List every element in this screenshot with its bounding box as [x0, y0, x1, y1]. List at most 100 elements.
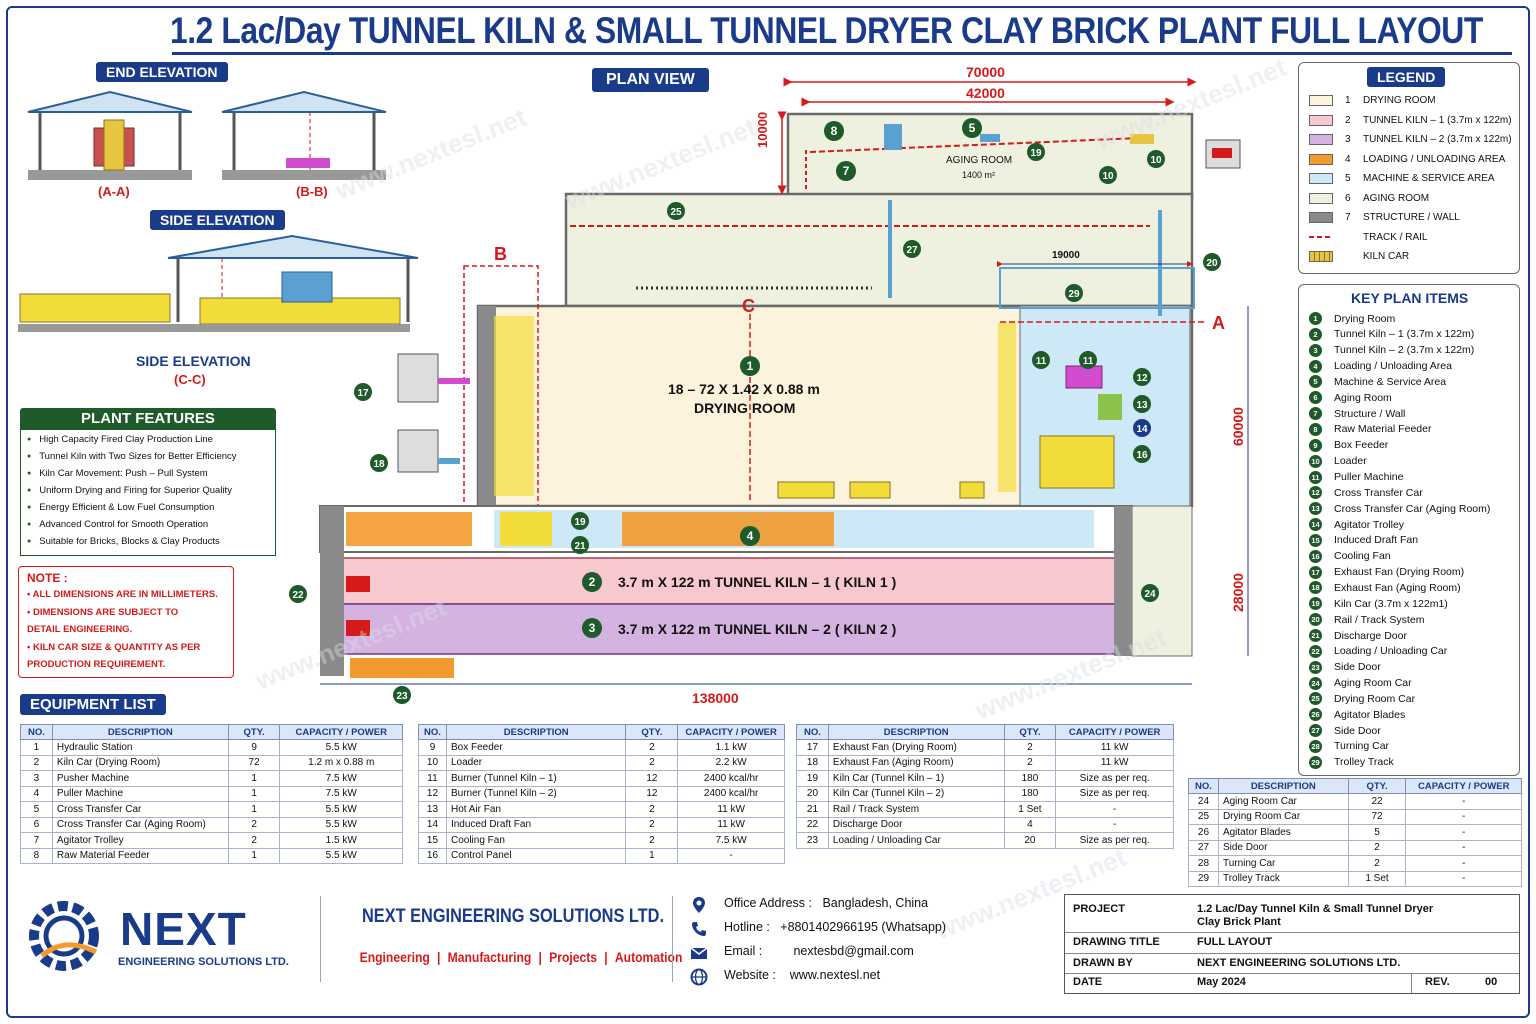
marker-number: 12 — [1136, 373, 1148, 384]
key-plan-label: Aging Room — [1334, 391, 1392, 404]
table-cell: Agitator Trolley — [51, 832, 229, 849]
service-item: Engineering — [359, 950, 430, 965]
key-plan-label: Induced Draft Fan — [1334, 534, 1419, 547]
key-plan-number: 12 — [1309, 486, 1322, 500]
kiln-1-label: 3.7 m X 122 m TUNNEL KILN – 1 ( KILN 1 ) — [618, 574, 897, 590]
table-cell: Loading / Unloading Car — [827, 832, 1005, 849]
note-line: • ALL DIMENSIONS ARE IN MILLIMETERS. — [27, 589, 218, 600]
table-cell: 13 — [418, 801, 447, 818]
key-plan-number: 6 — [1309, 391, 1322, 405]
tb-rev-label: REV. — [1425, 976, 1450, 988]
plan-marker: 11 — [1032, 351, 1050, 369]
key-plan-label: Loading / Unloading Car — [1334, 645, 1448, 658]
hotline-value[interactable]: +8801402966195 (Whatsapp) — [780, 920, 947, 934]
key-plan-number: 8 — [1309, 422, 1322, 436]
table-cell: 15 — [418, 832, 447, 849]
section-a-marker: A — [1212, 313, 1225, 333]
table-cell: - — [1405, 824, 1522, 841]
table-cell: 11 kW — [1055, 754, 1174, 771]
dim-28000: 28000 — [1230, 573, 1246, 612]
marker-number: 25 — [670, 207, 682, 218]
plant-feature-item: Suitable for Bricks, Blocks & Clay Produ… — [27, 536, 220, 547]
plan-marker: 29 — [1065, 284, 1083, 302]
legend-swatch — [1309, 192, 1333, 204]
table-cell: Burner (Tunnel Kiln – 1) — [445, 770, 627, 787]
table-header-cell: NO. — [20, 724, 53, 740]
section-aa-label: (A-A) — [98, 184, 130, 199]
table-cell: 2 — [625, 754, 679, 771]
key-plan-label: Trolley Track — [1334, 756, 1394, 769]
table-cell: Cross Transfer Car — [51, 801, 229, 818]
table-cell: 17 — [796, 739, 829, 756]
table-cell: 14 — [418, 816, 447, 833]
table-header-cell: QTY. — [625, 724, 679, 740]
plant-feature-item: Tunnel Kiln with Two Sizes for Better Ef… — [27, 451, 236, 462]
plan-marker: 24 — [1141, 584, 1159, 602]
key-plan-number: 10 — [1309, 454, 1322, 468]
email-label: Email : — [724, 944, 763, 958]
plan-marker: 20 — [1203, 253, 1221, 271]
track-rail-icon — [1309, 236, 1333, 238]
marker-circle — [289, 585, 307, 603]
section-c-marker: C — [742, 296, 755, 316]
table-header-cell: NO. — [418, 724, 447, 740]
end-elevation-aa — [27, 90, 193, 180]
marker-number: 11 — [1083, 356, 1094, 367]
marker-circle — [370, 454, 388, 472]
marker-circle — [1141, 584, 1159, 602]
table-cell: Cross Transfer Car (Aging Room) — [51, 816, 229, 833]
table-header-cell: QTY. — [227, 724, 281, 740]
marker-number: 27 — [906, 245, 918, 256]
key-plan-label: Cross Transfer Car (Aging Room) — [1334, 502, 1491, 515]
section-cc-label: (C-C) — [174, 372, 206, 387]
table-cell: 6 — [20, 816, 53, 833]
office-label: Office Address : — [724, 896, 813, 910]
table-cell: 1 Set — [1003, 801, 1057, 818]
table-cell: 11 kW — [1055, 739, 1174, 756]
table-cell: 28 — [1188, 855, 1219, 872]
logo-subtext: ENGINEERING SOLUTIONS LTD. — [118, 956, 289, 968]
table-cell: 1 — [20, 739, 53, 756]
table-cell: 180 — [1003, 785, 1057, 802]
tb-drawing-title-value: FULL LAYOUT — [1197, 936, 1273, 948]
plant-features-box: High Capacity Fired Clay Production Line… — [20, 430, 276, 556]
table-cell: 1 — [227, 770, 281, 787]
plan-view — [319, 77, 1249, 685]
section-b-marker: B — [494, 244, 507, 264]
table-header-cell: DESCRIPTION — [445, 724, 627, 740]
tb-date-label: DATE — [1073, 976, 1103, 988]
table-header-cell: NO. — [796, 724, 829, 740]
table-cell: 20 — [796, 785, 829, 802]
table-cell: Hydraulic Station — [51, 739, 229, 756]
email-value[interactable]: nextesbd@gmail.com — [793, 944, 914, 958]
plan-marker: 25 — [667, 202, 685, 220]
plan-marker: 18 — [370, 454, 388, 472]
table-cell: 2 — [625, 816, 679, 833]
table-cell: 7.5 kW — [677, 832, 785, 849]
end-elevation-bb — [221, 90, 387, 180]
key-plan-label: Kiln Car (3.7m x 122m1) — [1334, 597, 1448, 610]
key-plan-number: 26 — [1309, 708, 1322, 722]
key-plan-label: Exhaust Fan (Aging Room) — [1334, 581, 1461, 594]
legend-item-number: 2 — [1345, 114, 1351, 126]
table-header-cell: CAPACITY / POWER — [279, 724, 403, 740]
table-cell: Cooling Fan — [445, 832, 627, 849]
key-plan-number: 27 — [1309, 724, 1322, 738]
key-plan-label: Drying Room — [1334, 312, 1396, 325]
marker-circle — [1133, 395, 1151, 413]
website-value[interactable]: www.nextesl.net — [789, 968, 881, 982]
plan-marker: 2 — [582, 572, 602, 592]
